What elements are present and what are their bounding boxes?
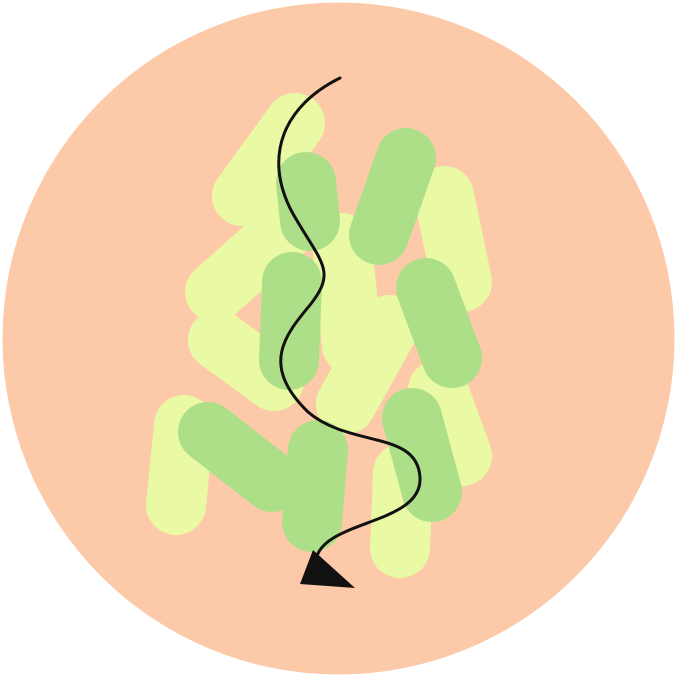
green-capsule xyxy=(349,128,436,265)
green-capsule xyxy=(178,402,302,512)
green-capsule xyxy=(396,258,482,388)
light-capsule xyxy=(408,360,492,486)
light-capsule xyxy=(316,295,420,434)
arrowhead-icon xyxy=(300,550,355,588)
green-capsule xyxy=(259,252,322,390)
light-capsule xyxy=(312,213,382,375)
green-capsule xyxy=(276,152,340,251)
green-capsule xyxy=(282,420,348,552)
green-capsules xyxy=(178,128,482,552)
green-capsule xyxy=(382,388,462,522)
light-capsule xyxy=(414,166,492,312)
winding-path xyxy=(277,76,422,562)
light-capsule xyxy=(212,93,325,226)
